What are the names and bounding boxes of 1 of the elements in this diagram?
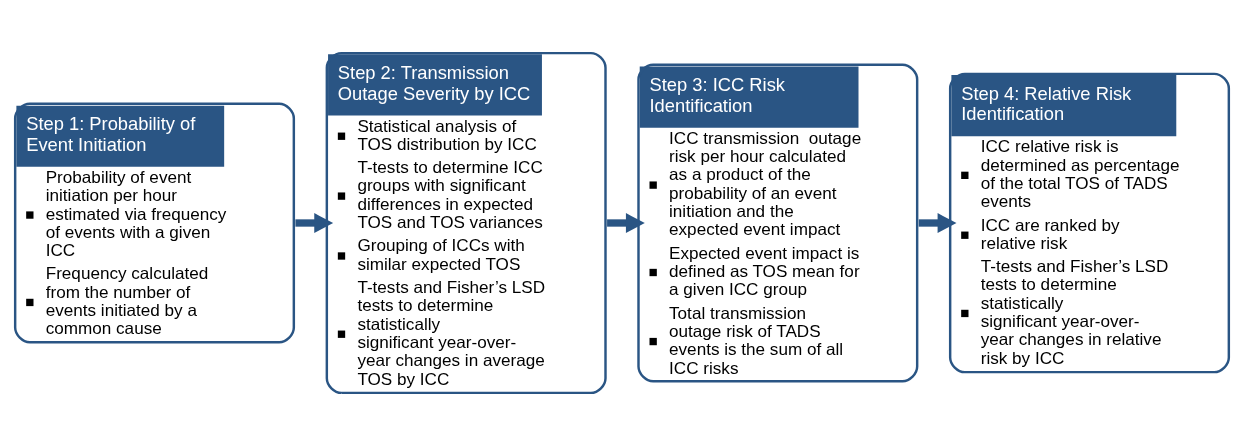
arrow xyxy=(918,212,957,233)
